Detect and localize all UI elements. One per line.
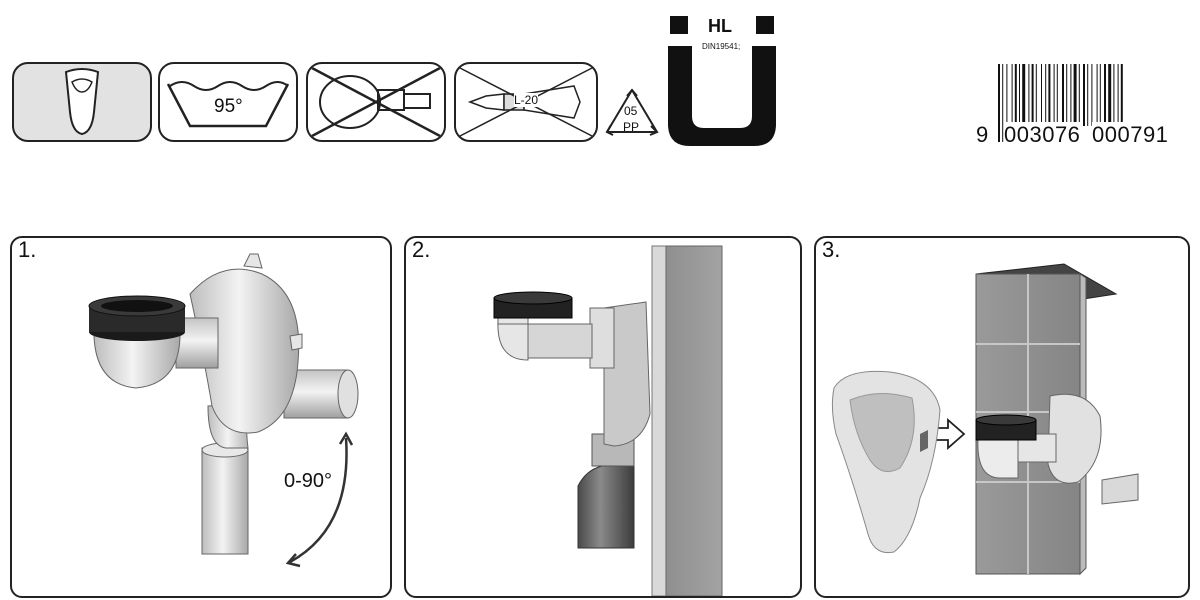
din-standard-text: DIN19541; [702,42,741,51]
barcode-bar [1048,64,1051,126]
no-adhesive-symbol: L-20 [454,62,598,142]
urinal-mounting-illustration [831,263,1139,576]
temperature-symbol: 95° [158,62,298,142]
recycle-code: 05 [624,104,638,118]
urinal-symbol [12,62,152,142]
barcode-bar [1035,64,1037,126]
barcode-digits-left: 003076 [1004,122,1081,148]
barcode-bar [1070,64,1072,126]
barcode-bar [1019,64,1020,126]
barcode-bar [1108,64,1112,126]
recycling-symbol: 05 PP [603,86,661,138]
wash-basin-icon [166,81,290,128]
barcode-bar [1028,64,1030,126]
barcode-bar [1006,64,1008,126]
step-1-panel: 1. 0-9 [10,236,392,598]
barcode-bar [1022,64,1026,126]
step-2-panel: 2. [404,236,802,598]
barcode-bar [1117,64,1119,142]
barcode-bar [1053,64,1055,126]
barcode-bar [1011,64,1013,126]
barcode-bar [1096,64,1098,126]
no-camera-symbol [306,62,446,142]
urinal-icon [64,68,100,136]
barcode-bar [1073,64,1077,126]
step-3-panel: 3. [814,236,1190,598]
rotation-angle-label: 0-90° [284,470,333,492]
barcode-bar [1104,64,1106,126]
barcode-bar [1087,64,1089,126]
barcode-bar [1066,64,1068,126]
step-1-number: 1. [18,237,37,262]
barcode-bar [1045,64,1047,126]
u-mark-icon [668,16,776,146]
barcode-bar [1014,64,1017,126]
step-3-number: 3. [822,237,841,262]
barcode-bar [998,64,1000,142]
recycle-material: PP [623,120,640,134]
barcode-bar [1078,64,1080,126]
recycle-triangle-icon [605,88,659,136]
barcode-bar [1120,64,1123,142]
barcode-bar [1002,64,1004,142]
hl-mark-text: HL [708,16,732,36]
barcode-lead-digit: 9 [976,122,989,148]
barcode: 9 003076 000791 [976,62,1190,148]
barcode-bar [1031,64,1034,126]
barcode-bar [1056,64,1058,142]
wall-installation-illustration [493,245,723,596]
barcode-bar [1041,64,1042,126]
barcode-bars [998,64,1123,142]
barcode-bar [1113,64,1115,126]
siphon-rotation-illustration [88,253,359,568]
barcode-bar [1062,64,1064,142]
barcode-digits-right: 000791 [1092,122,1169,148]
tube-label: L-20 [514,93,539,107]
barcode-bar [1099,64,1101,126]
crossed-device-icon [311,66,441,138]
temperature-label: 95° [214,96,243,117]
barcode-bar [1083,64,1085,126]
hl-certification-mark: HL DIN19541; [666,12,778,148]
step-2-number: 2. [412,237,431,262]
barcode-bar [1091,64,1093,126]
